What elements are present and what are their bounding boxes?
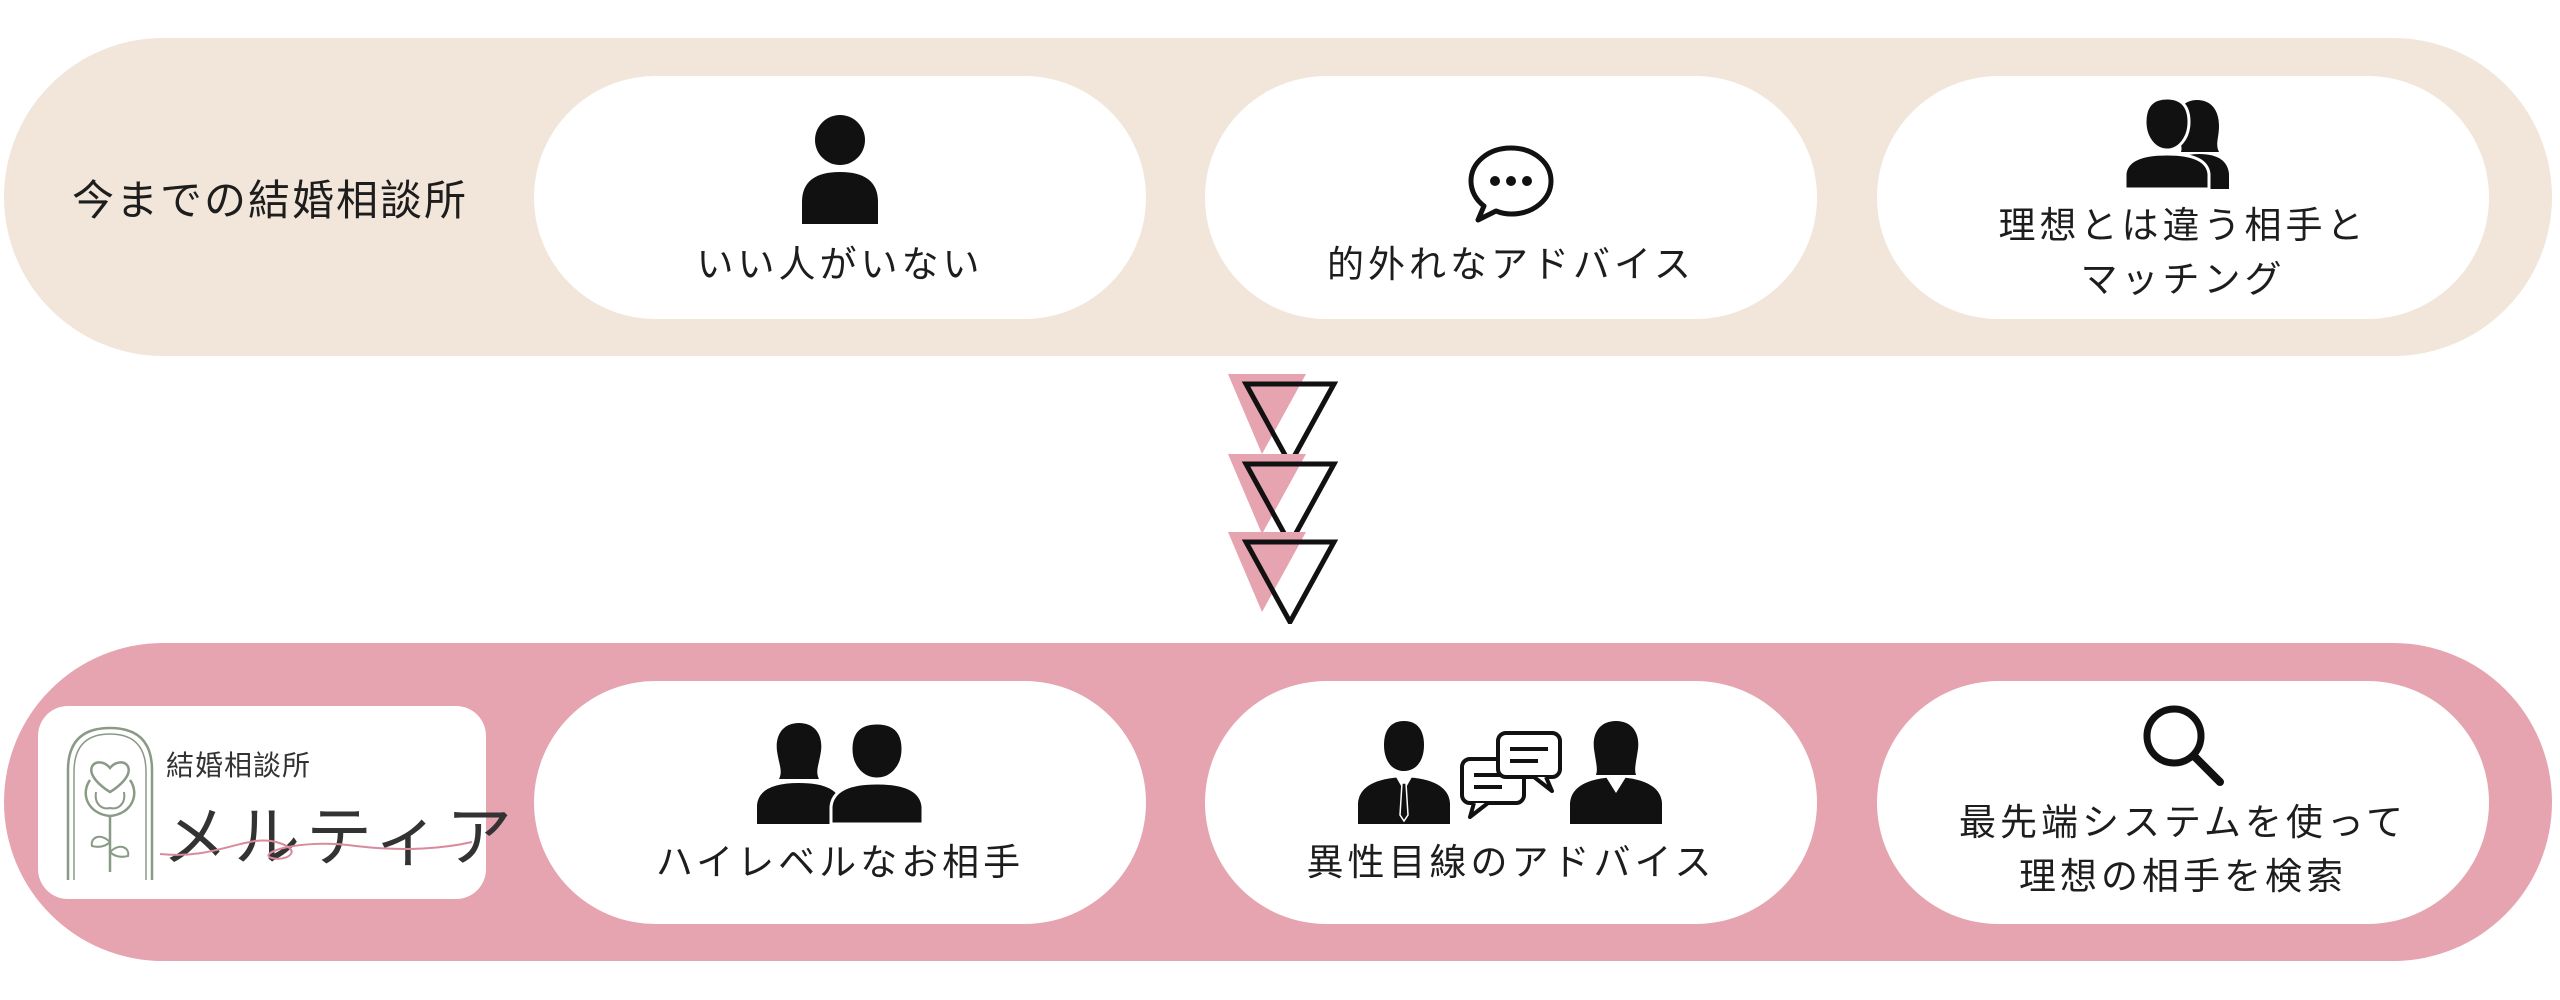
problem-mismatch: 理想とは違う相手と マッチング bbox=[1877, 76, 2489, 319]
benefit-text-line: 異性目線のアドバイス bbox=[1306, 840, 1716, 884]
logo-name: メルティア bbox=[162, 799, 519, 876]
problem-text-line: マッチング bbox=[2080, 257, 2286, 301]
logo-subtitle: 結婚相談所 bbox=[166, 749, 312, 782]
problem-text-line: 理想とは違う相手と bbox=[1998, 203, 2368, 247]
benefit-text-line: ハイレベルなお相手 bbox=[655, 840, 1025, 884]
down-arrows-icon bbox=[1228, 374, 1338, 624]
meltia-panel: 結婚相談所 メルティア ハイレベルなお相手 bbox=[4, 643, 2552, 961]
two-people-icon bbox=[755, 716, 925, 824]
benefit-opposite-sex-advice: 異性目線のアドバイス bbox=[1205, 681, 1817, 924]
logo-swoosh-icon bbox=[159, 839, 473, 860]
benefit-text: ハイレベルなお相手 bbox=[656, 836, 1024, 890]
benefit-advanced-search: 最先端システムを使って 理想の相手を検索 bbox=[1877, 681, 2489, 924]
problem-text: 理想とは違う相手と マッチング bbox=[1999, 199, 2368, 307]
meltia-logo: 結婚相談所 メルティア bbox=[38, 706, 512, 899]
old-agency-label: 今までの結婚相談所 bbox=[72, 175, 469, 225]
person-icon bbox=[800, 104, 880, 224]
problem-irrelevant-advice: 的外れなアドバイス bbox=[1205, 76, 1817, 319]
problem-text-line: いい人がいない bbox=[696, 242, 984, 286]
rose-emblem-icon bbox=[66, 726, 154, 880]
benefit-high-level-partners: ハイレベルなお相手 bbox=[534, 681, 1146, 924]
benefit-text-line: 最先端システムを使って bbox=[1958, 800, 2408, 844]
problem-no-good-people: いい人がいない bbox=[534, 76, 1146, 319]
old-agency-panel: 今までの結婚相談所 いい人がいない bbox=[4, 38, 2552, 356]
speech-bubble-icon bbox=[1466, 104, 1556, 224]
benefit-text: 最先端システムを使って 理想の相手を検索 bbox=[1959, 796, 2407, 904]
problem-text-line: 的外れなアドバイス bbox=[1327, 242, 1695, 286]
benefit-text-line: 理想の相手を検索 bbox=[2018, 854, 2347, 898]
problem-text: いい人がいない bbox=[697, 238, 984, 292]
magnifier-icon bbox=[2140, 702, 2226, 788]
benefit-text: 異性目線のアドバイス bbox=[1307, 836, 1716, 890]
consultation-icon bbox=[1356, 716, 1666, 824]
couple-icon bbox=[2123, 89, 2243, 189]
problem-text: 的外れなアドバイス bbox=[1327, 238, 1695, 292]
